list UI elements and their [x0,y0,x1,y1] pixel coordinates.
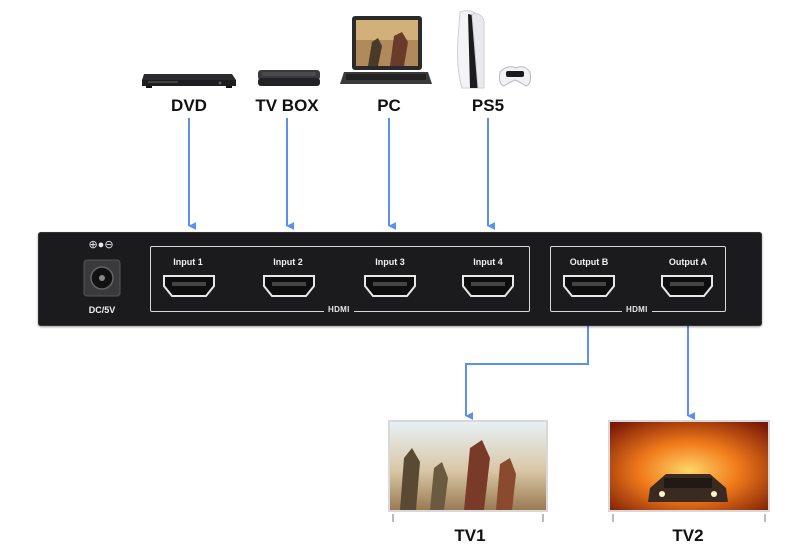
output-b-label: Output B [569,257,609,267]
hdmi-port-output-a[interactable] [660,274,714,298]
hdmi-port-input-2[interactable] [262,274,316,298]
source-label-pc: PC [377,96,401,115]
tv-box-icon [258,70,320,86]
hdmi-port-input-3[interactable] [363,274,417,298]
tv2-icon [608,420,770,522]
input-group-label: HDMI [324,305,354,314]
source-label-tv-box: TV BOX [255,96,319,115]
dvd-player-icon [142,74,236,88]
hdmi-port-output-b[interactable] [562,274,616,298]
dc-power-jack [83,259,121,297]
ps5-console-icon [457,10,531,89]
output-a-label: Output A [668,257,708,267]
hdmi-switch-device: ⊕●⊖ DC/5V HDMI HDMI Input 1 Input 2 Inpu… [38,232,762,326]
hdmi-port-input-4[interactable] [461,274,515,298]
source-label-dvd: DVD [171,96,207,115]
dc-power-label: DC/5V [88,305,116,315]
display-label-tv2: TV2 [672,526,704,545]
power-polarity-symbol: ⊕●⊖ [88,239,114,251]
tv1-icon [388,420,548,522]
input-3-label: Input 3 [375,257,405,267]
laptop-icon [340,16,432,84]
input-4-label: Input 4 [473,257,503,267]
output-group-label: HDMI [622,305,652,314]
arrow-output-b-to-tv1 [465,326,589,420]
display-label-tv1: TV1 [454,526,486,545]
hdmi-port-input-1[interactable] [162,274,216,298]
input-1-label: Input 1 [173,257,203,267]
source-label-ps5: PS5 [471,96,505,115]
input-2-label: Input 2 [273,257,303,267]
